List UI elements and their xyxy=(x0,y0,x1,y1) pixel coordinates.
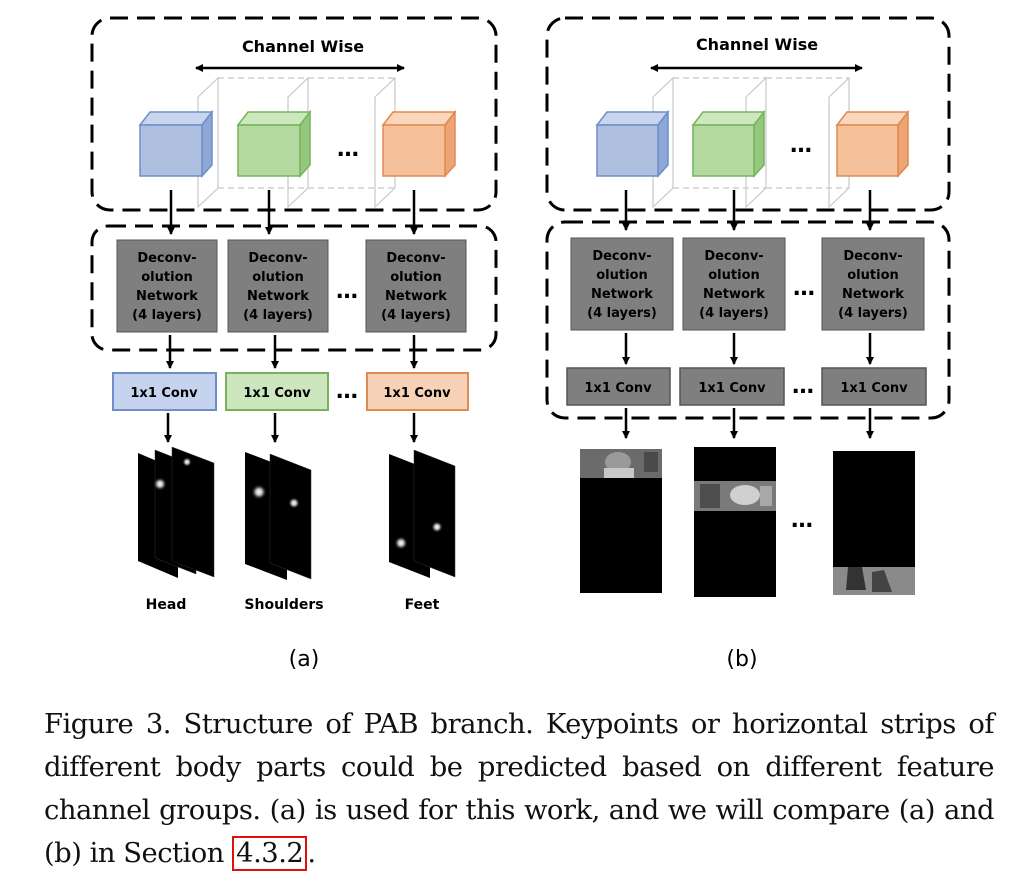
heatmap-shoulders xyxy=(245,452,312,580)
ellipsis-cubes-b: … xyxy=(790,133,812,158)
orange-cube-b xyxy=(835,109,910,178)
svg-text:Deconv-: Deconv- xyxy=(248,251,307,266)
svg-text:Deconv-: Deconv- xyxy=(386,251,445,266)
channel-wise-title-a: Channel Wise xyxy=(242,37,364,56)
svg-text:Deconv-: Deconv- xyxy=(843,249,902,264)
conv-box-a-2: 1x1 Conv xyxy=(225,372,329,411)
green-cube-a xyxy=(236,109,312,178)
arrows-to-heatmaps-a xyxy=(164,413,418,443)
feature-slices-a xyxy=(197,76,396,209)
deconv-group-box-b xyxy=(545,220,951,420)
caption-end: . xyxy=(307,838,316,869)
deconv-group-box-a xyxy=(90,224,498,352)
svg-text:(4 layers): (4 layers) xyxy=(132,308,202,323)
ellipsis-deconv-a: … xyxy=(336,279,358,304)
svg-text:Deconv-: Deconv- xyxy=(704,249,763,264)
conv-box-b-1: 1x1 Conv xyxy=(566,367,671,406)
svg-text:(4 layers): (4 layers) xyxy=(381,308,451,323)
svg-text:1x1 Conv: 1x1 Conv xyxy=(584,381,652,396)
svg-text:Network: Network xyxy=(247,289,309,304)
pab-structure-figure: Channel Wise … xyxy=(90,16,951,672)
svg-text:olution: olution xyxy=(708,268,760,283)
ellipsis-conv-a: … xyxy=(336,379,358,404)
svg-text:Network: Network xyxy=(385,289,447,304)
conv-box-a-3: 1x1 Conv xyxy=(366,372,469,411)
svg-text:1x1 Conv: 1x1 Conv xyxy=(130,386,198,401)
panel-label-a: (a) xyxy=(289,647,320,672)
panel-a: Channel Wise … xyxy=(90,16,498,672)
conv-box-b-2: 1x1 Conv xyxy=(679,367,785,406)
deconv-box-a-2: Deconv- olution Network (4 layers) xyxy=(227,239,329,333)
svg-text:1x1 Conv: 1x1 Conv xyxy=(383,386,451,401)
svg-text:olution: olution xyxy=(847,268,899,283)
blue-cube-b xyxy=(595,109,670,178)
strip-mask-bottom xyxy=(833,451,915,595)
conv-box-b-3: 1x1 Conv xyxy=(821,367,927,406)
svg-text:1x1 Conv: 1x1 Conv xyxy=(840,381,908,396)
output-label-feet: Feet xyxy=(405,597,440,613)
ellipsis-conv-b: … xyxy=(792,374,814,399)
ellipsis-cubes-a: … xyxy=(337,137,359,162)
svg-text:(4 layers): (4 layers) xyxy=(699,306,769,321)
deconv-box-a-1: Deconv- olution Network (4 layers) xyxy=(116,239,218,333)
strip-mask-top xyxy=(580,449,662,593)
svg-text:(4 layers): (4 layers) xyxy=(838,306,908,321)
svg-text:(4 layers): (4 layers) xyxy=(243,308,313,323)
panel-b: Channel Wise … xyxy=(545,16,951,672)
strip-mask-middle xyxy=(694,447,776,597)
arrows-to-conv-b xyxy=(622,333,874,365)
deconv-box-b-3: Deconv- olution Network (4 layers) xyxy=(821,237,925,331)
arrows-to-strips-b xyxy=(622,408,874,439)
ellipsis-deconv-b: … xyxy=(793,276,815,301)
svg-text:olution: olution xyxy=(252,270,304,285)
svg-text:Network: Network xyxy=(703,287,765,302)
channel-wise-title-b: Channel Wise xyxy=(696,35,818,54)
figure-caption: Figure 3. Structure of PAB branch. Keypo… xyxy=(44,703,995,875)
conv-box-a-1: 1x1 Conv xyxy=(112,372,217,411)
section-reference-link[interactable]: 4.3.2 xyxy=(232,836,308,871)
channel-group-box-a xyxy=(90,16,498,212)
deconv-box-a-3: Deconv- olution Network (4 layers) xyxy=(365,239,467,333)
deconv-box-b-2: Deconv- olution Network (4 layers) xyxy=(682,237,786,331)
output-label-shoulders: Shoulders xyxy=(244,597,323,613)
output-label-head: Head xyxy=(146,597,187,613)
arrows-to-deconv-a xyxy=(167,190,418,235)
heatmap-feet xyxy=(389,449,456,578)
arrows-to-conv-a xyxy=(166,335,418,369)
svg-text:Network: Network xyxy=(136,289,198,304)
panel-label-b: (b) xyxy=(726,647,757,672)
caption-text: Figure 3. Structure of PAB branch. Keypo… xyxy=(44,709,995,869)
svg-text:Deconv-: Deconv- xyxy=(592,249,651,264)
orange-cube-a xyxy=(381,109,457,178)
svg-text:1x1 Conv: 1x1 Conv xyxy=(243,386,311,401)
blue-cube-a xyxy=(138,109,214,178)
svg-text:(4 layers): (4 layers) xyxy=(587,306,657,321)
heatmap-head xyxy=(138,446,215,578)
svg-text:olution: olution xyxy=(390,270,442,285)
svg-text:Deconv-: Deconv- xyxy=(137,251,196,266)
channel-group-box-b xyxy=(545,16,951,212)
ellipsis-strips-b: … xyxy=(791,508,813,533)
deconv-box-b-1: Deconv- olution Network (4 layers) xyxy=(570,237,674,331)
svg-text:Network: Network xyxy=(842,287,904,302)
svg-text:olution: olution xyxy=(596,268,648,283)
svg-text:olution: olution xyxy=(141,270,193,285)
svg-text:1x1 Conv: 1x1 Conv xyxy=(698,381,766,396)
green-cube-b xyxy=(691,109,766,178)
svg-text:Network: Network xyxy=(591,287,653,302)
